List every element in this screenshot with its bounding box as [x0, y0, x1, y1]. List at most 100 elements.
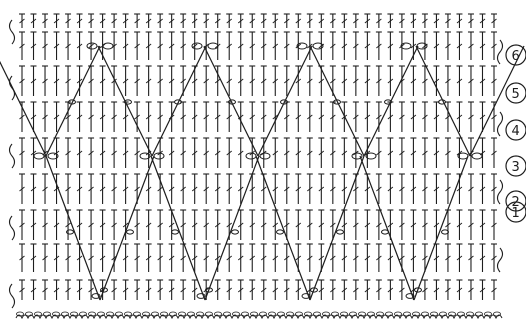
dc-stitch [31, 244, 37, 272]
dc-stitch [353, 244, 359, 272]
dc-stitch [364, 210, 370, 240]
dc-stitch [307, 244, 313, 272]
dc-stitch [468, 280, 474, 300]
crossed-diagonal [258, 46, 312, 156]
dc-stitch [111, 66, 117, 96]
dc-stitch [146, 32, 152, 60]
dc-stitch [468, 32, 474, 60]
dc-stitch [491, 174, 497, 204]
chain-stitch [422, 312, 429, 316]
chain-loop [382, 230, 389, 234]
dc-stitch [399, 14, 405, 28]
dc-stitch [422, 66, 428, 96]
dc-stitch [77, 102, 83, 132]
chain-stitch [26, 312, 33, 316]
dc-stitch [399, 210, 405, 240]
chain-stitch [494, 312, 501, 316]
chain-stitch [170, 312, 177, 316]
dc-stitch [77, 210, 83, 240]
dc-stitch [284, 102, 290, 132]
dc-stitch [215, 102, 221, 132]
dc-stitch [226, 102, 232, 132]
row-label-6: 6 [506, 45, 526, 65]
dc-stitch [410, 138, 416, 168]
chain-stitch [404, 312, 411, 316]
dc-stitch [88, 66, 94, 96]
dc-stitch [284, 244, 290, 272]
dc-stitch [77, 138, 83, 168]
dc-stitch [261, 210, 267, 240]
dc-stitch [318, 210, 324, 240]
dc-stitch [272, 14, 278, 28]
dc-stitch [54, 14, 60, 28]
crossed-diagonal [360, 156, 414, 300]
dc-stitch [399, 174, 405, 204]
dc-stitch [353, 66, 359, 96]
dc-stitch [146, 66, 152, 96]
dc-stitch [169, 210, 175, 240]
dc-stitch [433, 14, 439, 28]
dc-stitch [422, 102, 428, 132]
dc-stitch [215, 280, 221, 300]
dc-stitch [468, 210, 474, 240]
dc-stitch [284, 174, 290, 204]
dc-stitch [353, 102, 359, 132]
dc-stitch [134, 244, 140, 272]
turning-chain [10, 284, 15, 308]
dc-stitch [422, 280, 428, 300]
row-number: 4 [512, 124, 520, 139]
dc-stitch [307, 138, 313, 168]
dc-stitch [295, 32, 301, 60]
dc-stitch [330, 138, 336, 168]
dc-stitch [433, 138, 439, 168]
dc-stitch [65, 32, 71, 60]
chain-stitch [296, 312, 303, 316]
dc-stitch [203, 66, 209, 96]
chain-stitch [332, 312, 339, 316]
dc-stitch [387, 138, 393, 168]
dc-stitch [272, 174, 278, 204]
chain-loop [472, 153, 482, 159]
dc-stitch [341, 66, 347, 96]
chain-loop [87, 43, 97, 49]
dc-stitch [215, 210, 221, 240]
dc-stitch [19, 138, 25, 168]
dc-stitch [261, 102, 267, 132]
dc-stitch [157, 244, 163, 272]
dc-stitch [123, 280, 129, 300]
dc-stitch [88, 138, 94, 168]
dc-stitch [399, 138, 405, 168]
dc-stitch [146, 244, 152, 272]
dc-stitch [100, 14, 106, 28]
turning-chain [498, 40, 503, 64]
dc-stitch [295, 210, 301, 240]
dc-stitch [54, 102, 60, 132]
dc-stitch [341, 174, 347, 204]
dc-stitch [468, 102, 474, 132]
chain-stitch [368, 312, 375, 316]
dc-stitch [123, 14, 129, 28]
dc-stitch [238, 210, 244, 240]
dc-stitch [295, 280, 301, 300]
dc-stitch [330, 244, 336, 272]
dc-stitch [54, 32, 60, 60]
dc-stitch [111, 280, 117, 300]
dc-stitch [318, 280, 324, 300]
dc-stitch [19, 210, 25, 240]
dc-stitch [123, 32, 129, 60]
dc-stitch [180, 102, 186, 132]
dc-stitch [238, 14, 244, 28]
dc-stitch [134, 210, 140, 240]
dc-stitch [226, 244, 232, 272]
dc-stitch [491, 210, 497, 240]
chain-stitch [62, 312, 69, 316]
dc-stitch [169, 66, 175, 96]
dc-stitch [19, 32, 25, 60]
dc-stitch [192, 138, 198, 168]
dc-stitch [284, 14, 290, 28]
dc-stitch [226, 280, 232, 300]
dc-stitch [445, 14, 451, 28]
dc-stitch [42, 102, 48, 132]
dc-stitch [479, 32, 485, 60]
